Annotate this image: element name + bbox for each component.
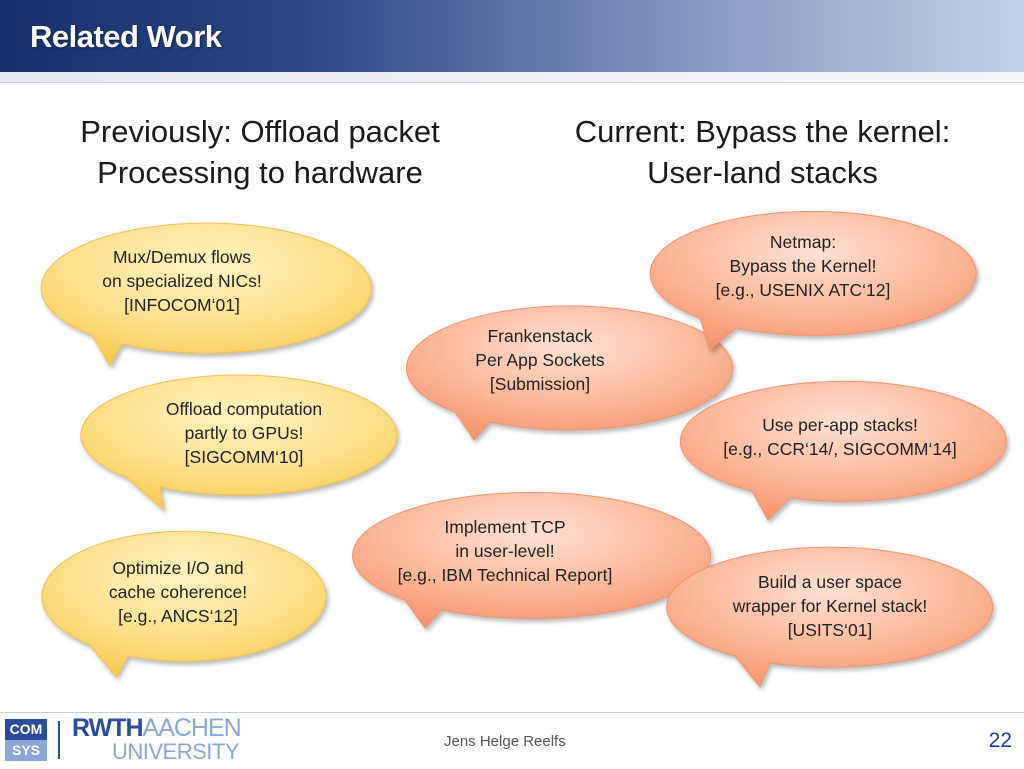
bubble-text-user-space-wrapper: Build a user space wrapper for Kernel st…	[680, 570, 980, 642]
comsys-logo-top: COM	[5, 719, 47, 740]
bubble-line: [e.g., IBM Technical Report]	[397, 565, 613, 585]
right-column-heading: Current: Bypass the kernel: User-land st…	[530, 111, 995, 193]
logo-divider	[58, 721, 60, 759]
bubble-text-per-app-stacks: Use per-app stacks! [e.g., CCR‘14/, SIGC…	[684, 413, 996, 461]
bubble-line: Use per-app stacks!	[762, 415, 918, 435]
bubble-line: Frankenstack	[487, 326, 593, 346]
slide-title: Related Work	[30, 19, 222, 54]
header-stripe	[0, 72, 1024, 83]
speech-bubble-user-level-tcp	[352, 491, 712, 629]
bubble-line: Build a user space	[758, 572, 902, 592]
bubble-line: [INFOCOM‘01]	[124, 295, 240, 315]
bubble-text-gpu-offload: Offload computation partly to GPUs! [SIG…	[94, 397, 394, 469]
left-heading-line: Processing to hardware	[97, 155, 423, 190]
bubble-line: [SIGCOMM‘10]	[184, 447, 304, 467]
bubble-line: Bypass the Kernel!	[729, 256, 877, 276]
bubble-line: Optimize I/O and	[112, 558, 244, 578]
bubble-line: partly to GPUs!	[184, 423, 304, 443]
left-column-heading: Previously: Offload packet Processing to…	[40, 111, 480, 193]
bubble-line: wrapper for Kernel stack!	[732, 596, 928, 616]
rwth-aachen-logo: RWTHAACHEN UNIVERSITY	[72, 714, 242, 765]
left-heading-line: Previously: Offload packet	[80, 114, 440, 149]
comsys-logo-bottom: SYS	[5, 740, 47, 761]
page-number: 22	[988, 729, 1012, 752]
footer-author: Jens Helge Reelfs	[444, 733, 566, 750]
bubble-text-mux-demux: Mux/Demux flows on specialized NICs! [IN…	[32, 245, 332, 317]
bubble-line: Mux/Demux flows	[112, 247, 252, 267]
right-heading-line: Current: Bypass the kernel:	[574, 114, 951, 149]
bubble-line: on specialized NICs!	[102, 271, 262, 291]
speech-bubble-io-cache	[41, 530, 327, 678]
bubble-text-frankenstack: Frankenstack Per App Sockets [Submission…	[390, 324, 690, 396]
speech-bubble-frankenstack	[406, 305, 733, 441]
speech-bubble-netmap	[649, 210, 977, 351]
bubble-line: Offload computation	[165, 399, 323, 419]
bubble-line: Netmap:	[769, 232, 837, 252]
bubble-line: cache coherence!	[108, 582, 248, 602]
bubble-line: [Submission]	[489, 374, 591, 394]
rwth-logo-top: RWTHAACHEN	[72, 714, 242, 742]
speech-bubble-mux-demux	[40, 222, 372, 368]
speech-bubble-gpu-offload	[80, 374, 398, 512]
bubble-line: [e.g., CCR‘14/, SIGCOMM‘14]	[723, 439, 957, 459]
bubble-text-io-cache: Optimize I/O and cache coherence! [e.g.,…	[38, 556, 318, 628]
bubble-line: [e.g., ANCS‘12]	[118, 606, 238, 626]
slide-footer: COM SYS RWTHAACHEN UNIVERSITY Jens Helge…	[0, 712, 1024, 769]
bubble-text-user-level-tcp: Implement TCP in user-level! [e.g., IBM …	[345, 515, 665, 587]
bubble-line: Implement TCP	[444, 517, 566, 537]
bubble-line: Per App Sockets	[475, 350, 605, 370]
bubble-text-netmap: Netmap: Bypass the Kernel! [e.g., USENIX…	[653, 230, 953, 302]
rwth-logo-university: UNIVERSITY	[112, 739, 240, 764]
right-heading-line: User-land stacks	[647, 155, 878, 190]
rwth-logo-aachen: AACHEN	[142, 714, 242, 742]
slide-header: Related Work	[0, 0, 1024, 72]
comsys-logo: COM SYS	[5, 719, 47, 761]
speech-bubble-user-space-wrapper	[666, 546, 994, 688]
bubble-line: in user-level!	[455, 541, 555, 561]
bubble-line: [e.g., USENIX ATC‘12]	[715, 280, 891, 300]
bubble-line: [USITS‘01]	[787, 620, 873, 640]
speech-bubble-per-app-stacks	[679, 380, 1007, 521]
rwth-logo-rwth: RWTH	[72, 714, 144, 742]
